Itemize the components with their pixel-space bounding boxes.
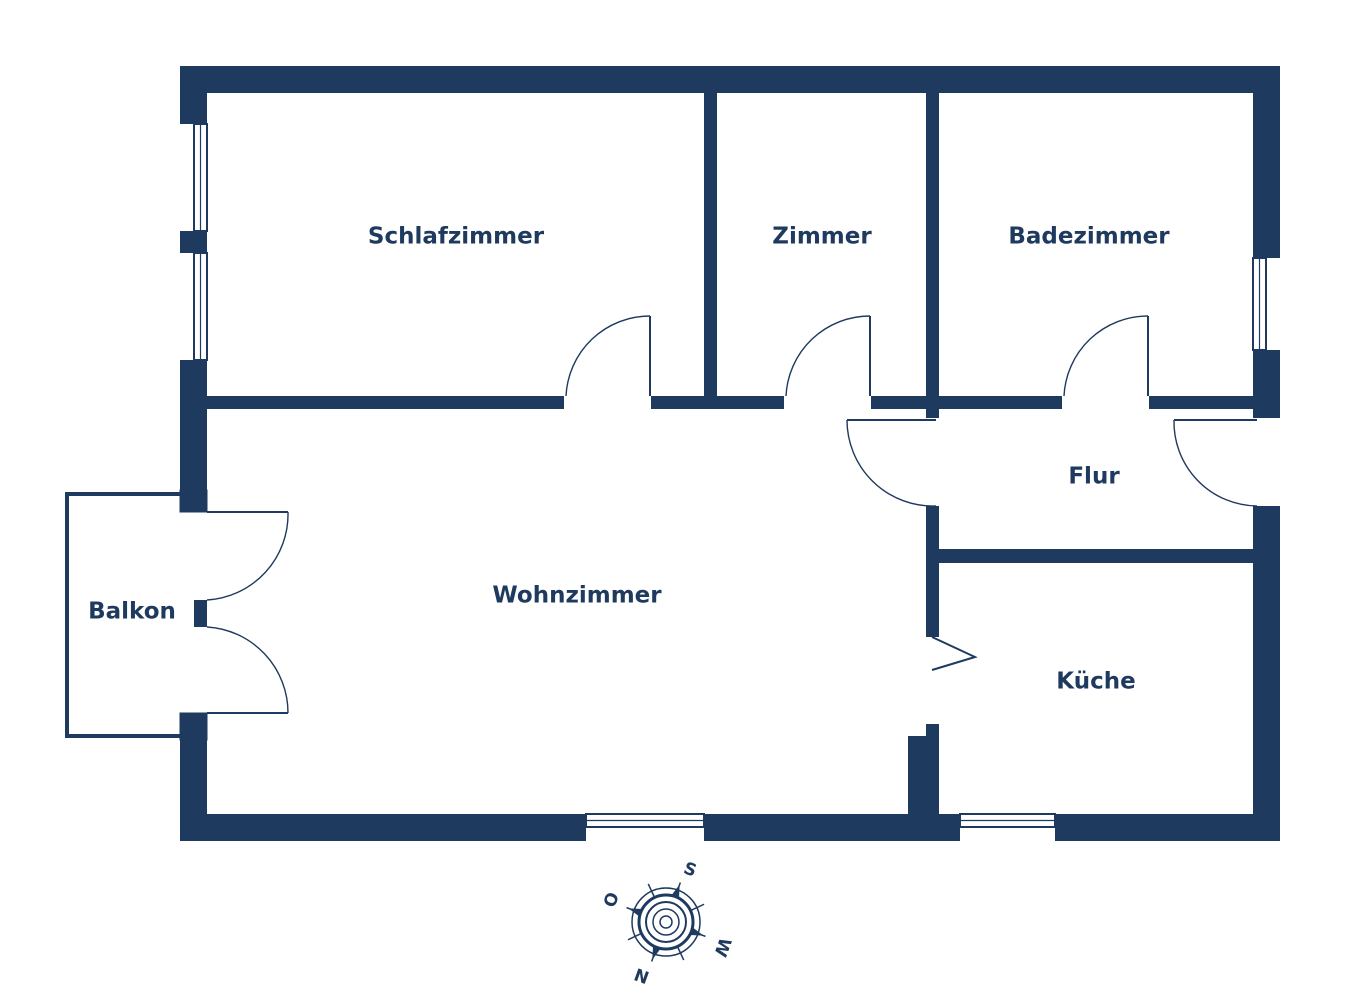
wall-kueche-left-upper xyxy=(926,549,939,637)
door-kueche xyxy=(931,636,978,671)
door-flur-wohnzimmer xyxy=(846,419,937,507)
balkon-wall-bottom-connector xyxy=(179,712,208,741)
window-bottom-wohnzimmer xyxy=(585,813,705,828)
wall-schlafzimmer-zimmer xyxy=(704,93,717,408)
balkon-wall-top-connector xyxy=(179,489,208,513)
door-schlafzimmer xyxy=(565,315,651,397)
outer-wall-bottom-right xyxy=(1055,814,1280,841)
window-left-upper xyxy=(193,123,208,232)
door-entrance xyxy=(1173,419,1258,507)
label-schlafzimmer: Schlafzimmer xyxy=(368,224,545,250)
door-zimmer xyxy=(785,315,871,397)
room-labels: Schlafzimmer Zimmer Badezimmer Flur Wohn… xyxy=(88,224,1170,695)
outer-wall-right-lower xyxy=(1253,506,1280,841)
outer-wall-right-upper xyxy=(1253,66,1280,258)
balkon-outline xyxy=(65,489,208,741)
window-left-lower xyxy=(193,252,208,361)
outer-wall-left-upper xyxy=(180,66,207,124)
label-flur: Flur xyxy=(1068,464,1120,490)
label-balkon: Balkon xyxy=(88,599,176,625)
door-badezimmer xyxy=(1063,315,1149,397)
door-balkon-lower xyxy=(206,626,289,714)
windows xyxy=(193,123,1267,828)
compass-n: N xyxy=(632,963,652,987)
label-zimmer: Zimmer xyxy=(772,224,872,250)
outer-wall-left-lower xyxy=(180,360,207,512)
outer-wall-bottom-left xyxy=(180,814,586,841)
door-balkon-upper xyxy=(206,511,289,601)
wall-kueche-left-lower-thick xyxy=(908,736,939,841)
wall-h-badezimmer-left xyxy=(939,396,1062,409)
compass-w: W xyxy=(709,935,734,960)
label-wohnzimmer: Wohnzimmer xyxy=(492,583,662,609)
wall-flur-left xyxy=(926,506,939,558)
compass-o: O xyxy=(600,890,624,910)
outer-wall-right-mid xyxy=(1253,350,1280,418)
compass-s: S xyxy=(681,859,699,882)
wall-h-schlafzimmer-right xyxy=(651,396,784,409)
wall-h-schlafzimmer-left xyxy=(207,396,564,409)
label-kueche: Küche xyxy=(1056,669,1135,695)
walls xyxy=(180,66,1280,841)
outer-wall-left-balcony-mid xyxy=(194,600,207,627)
wall-h-badezimmer-right xyxy=(1149,396,1253,409)
compass-rose: S W N O xyxy=(600,859,734,987)
doors xyxy=(206,315,1258,714)
window-bottom-kueche xyxy=(959,813,1056,828)
window-right-bad xyxy=(1252,257,1267,351)
outer-wall-top xyxy=(180,66,1280,93)
wall-h-zimmer-right xyxy=(871,396,939,409)
compass-icon xyxy=(626,882,706,962)
wall-zimmer-badezimmer xyxy=(926,93,939,418)
label-badezimmer: Badezimmer xyxy=(1008,224,1170,250)
wall-flur-kueche xyxy=(926,549,1253,563)
outer-wall-left-mid xyxy=(180,231,207,253)
